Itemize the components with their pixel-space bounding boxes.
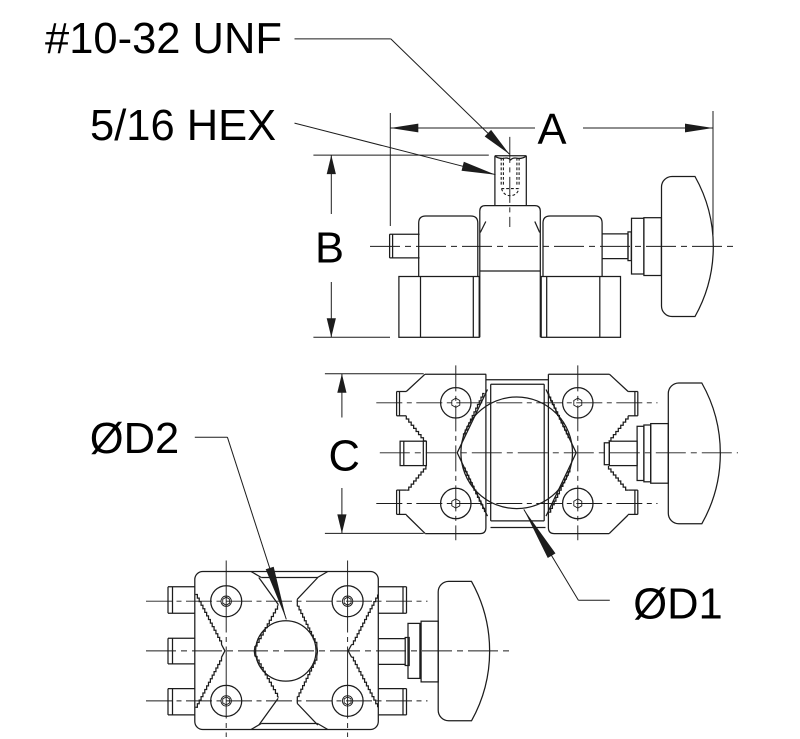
svg-text:ØD2: ØD2 [90, 415, 179, 463]
svg-text:#10-32 UNF: #10-32 UNF [45, 15, 282, 63]
svg-text:C: C [329, 432, 360, 480]
svg-text:B: B [315, 224, 344, 272]
svg-text:5/16 HEX: 5/16 HEX [90, 102, 276, 150]
svg-text:ØD1: ØD1 [633, 581, 722, 629]
svg-text:A: A [538, 106, 567, 154]
